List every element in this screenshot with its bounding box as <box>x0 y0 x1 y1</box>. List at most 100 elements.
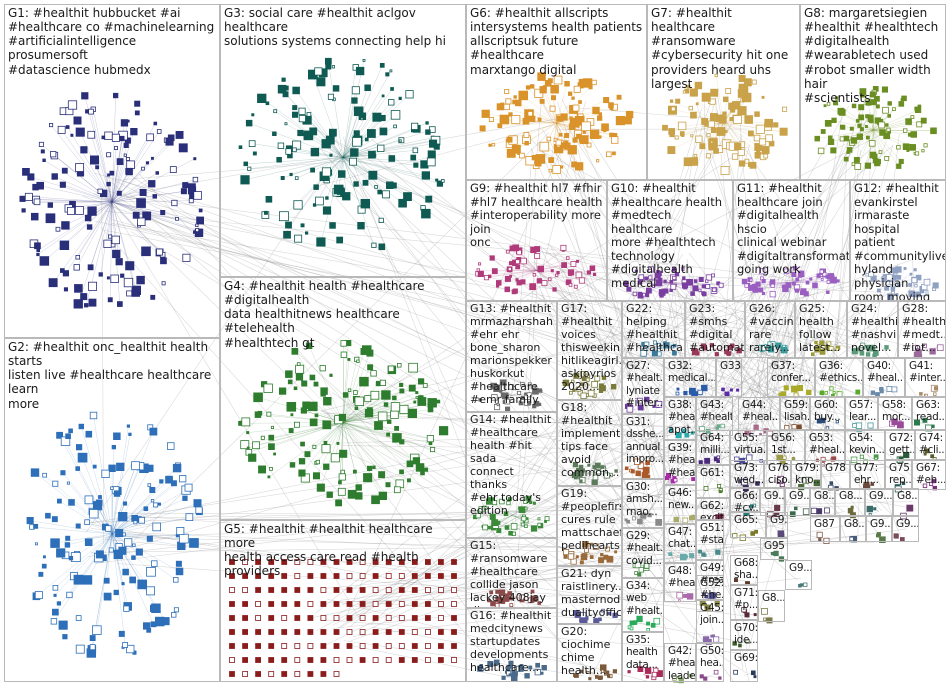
group-label: G6: #healthit allscripts intersystems he… <box>470 6 644 77</box>
group-label: G7: #healthit healthcare #ransomware #cy… <box>651 6 797 91</box>
group-label: G40: #heal... <box>867 360 902 385</box>
group-label: G71: #p... <box>734 587 755 612</box>
group-box-g78: G78 <box>821 460 850 490</box>
group-box-g64: G64: milli... <box>696 430 730 465</box>
group-box-gx4: G8... <box>835 488 865 516</box>
group-box-g38: G38: #hea... apot... <box>664 397 696 440</box>
group-label: G64: milli... <box>700 432 727 457</box>
group-box-g79: G79: kno... <box>791 460 821 488</box>
group-box-g24: G24: #healthit #nashvi... novel... <box>847 301 898 358</box>
group-label: G62: excit... <box>700 500 727 520</box>
group-box-g5: G5: #healthit #healthit healthcare more … <box>220 520 466 682</box>
group-box-g3: G3: social care #healthit aclgov healthc… <box>220 4 466 277</box>
group-box-g12: G12: #healthit evankirstel irmaraste hos… <box>850 180 946 301</box>
group-box-g61: G61: <box>696 465 730 498</box>
group-label: G55: virtua... <box>734 432 764 457</box>
group-label: G47: chat... <box>668 526 693 551</box>
group-label: G25: health follow latest... <box>799 303 844 355</box>
group-box-g48: G48: #hea... <box>664 563 696 602</box>
group-label: G39: #hea... #hea... <box>668 442 693 479</box>
group-box-g27: G27: #healt... lyniate #inter... <box>622 358 664 414</box>
group-box-g25: G25: health follow latest... <box>795 301 847 358</box>
group-box-g2: G2: #healthit onc_healthit health starts… <box>4 338 220 682</box>
group-label: G79: kno... <box>795 462 818 487</box>
group-box-g62: G62: excit... <box>696 498 730 520</box>
group-box-g40: G40: #heal... <box>863 358 905 397</box>
group-box-g50: G50: hea... <box>696 643 724 682</box>
group-box-g75: G75: rep... <box>885 460 912 490</box>
group-label: G78 <box>825 462 847 474</box>
group-label: G53: #heal... <box>809 432 842 457</box>
group-box-g66: G66: #cy... <box>730 488 760 512</box>
group-label: G36: #ethics... <box>819 360 860 385</box>
group-label: G95 <box>764 540 785 552</box>
group-label: G1: #healthit hubbucket #ai #healthcare … <box>8 6 217 77</box>
group-box-g21: G21: dyn raistlinery... masternod... dua… <box>557 566 622 624</box>
group-label: G77: ehr... <box>854 462 882 487</box>
group-box-g19: G19: #peoplefirst cures rule mattschaef.… <box>557 486 622 566</box>
group-label: G60: buy... <box>814 399 842 424</box>
group-label: G59: lisah... <box>784 399 807 424</box>
group-box-gx8: G8... <box>840 516 866 542</box>
group-label: G69: <box>734 652 755 664</box>
group-label: G8... <box>814 490 832 502</box>
group-box-g35: G35: health data... <box>622 632 664 682</box>
group-label: G18: #healthit implement... tips face av… <box>561 402 619 480</box>
group-box-g47: G47: chat... <box>664 524 696 563</box>
group-box-g16: G16: #healthit medcitynews startupdates … <box>466 608 557 682</box>
group-label: G56: 1st... <box>771 432 802 457</box>
group-box-g76: G76: ciso... <box>764 460 791 488</box>
group-box-g36: G36: #ethics... <box>815 358 863 397</box>
group-box-g4: G4: #healthit health #healthcare #digita… <box>220 277 466 520</box>
group-label: G9... <box>896 518 916 530</box>
group-box-gx7: G87 <box>810 516 840 542</box>
group-box-gx2: G9... <box>785 488 810 516</box>
group-box-gx6: G8... <box>893 488 919 516</box>
group-box-g17: G17: #healthit voices thisweekin... hitl… <box>557 301 622 400</box>
group-label: G9... <box>789 490 807 502</box>
group-label: G9... <box>870 518 889 530</box>
group-label: G27: #healt... lyniate #inter... <box>626 360 661 410</box>
group-label: G17: #healthit voices thisweekin... hitl… <box>561 303 619 394</box>
group-label: G51: #sta... <box>700 522 721 547</box>
group-box-g42: G42: #hea... leade... <box>664 643 696 682</box>
group-box-gx5: G9... <box>865 488 893 516</box>
group-box-g67: G67: #eh... <box>912 460 946 490</box>
group-box-g68: G68: sha... <box>730 555 758 585</box>
group-label: G72: gett... <box>889 432 912 457</box>
group-label: G8... <box>839 490 862 502</box>
group-box-gx14: G9... <box>785 560 812 590</box>
group-label: G24: #healthit #nashvi... novel... <box>851 303 895 355</box>
group-box-g34: G34: web #healt... <box>622 578 664 632</box>
group-box-g51: G51: #sta... <box>696 520 724 560</box>
group-label: G8... <box>762 592 782 604</box>
group-box-g14: G14: #healthit #healthcare health #hit s… <box>466 412 557 538</box>
group-box-g22: G22: helping #healthit #healthca... <box>622 301 685 358</box>
group-box-g58: G58: mor... <box>878 397 912 430</box>
group-box-g26: G26: #vaccin... rare rarely... <box>745 301 795 358</box>
group-label: G73: wed... <box>734 462 761 487</box>
group-box-g74: G74: #cli... <box>915 430 946 460</box>
group-label: G32: medical... <box>668 360 713 385</box>
group-box-g63: G63: read... <box>912 397 946 430</box>
group-label: G38: #hea... apot... <box>668 399 693 436</box>
group-box-g39: G39: #hea... #hea... <box>664 440 696 485</box>
group-box-g57: G57: lear... <box>845 397 878 430</box>
group-label: G22: helping #healthit #healthca... <box>626 303 682 355</box>
group-label: G21: dyn raistlinery... masternod... dua… <box>561 568 619 620</box>
group-box-g46: G46: new... <box>664 485 696 524</box>
group-box-g7: G7: #healthit healthcare #ransomware #cy… <box>647 4 800 180</box>
group-label: G8... <box>897 490 916 502</box>
group-box-g52: G52: #he... <box>696 575 724 612</box>
group-label: G44: #heal... <box>742 399 777 424</box>
group-label: G37: confer... <box>771 360 812 385</box>
group-label: G14: #healthit #healthcare health #hit s… <box>470 414 554 518</box>
group-label: G28: #healthit #medt... #iot... <box>902 303 943 355</box>
group-label: G42: #hea... leade... <box>668 645 693 682</box>
group-label: G30: amsh... rnao... <box>626 481 661 518</box>
group-box-g41: G41: #inter... <box>905 358 946 397</box>
group-box-g31: G31: dsshe... annual impro... <box>622 414 664 479</box>
group-label: G87 <box>814 518 837 530</box>
group-box-g10: G10: #healthit #healthcare health #medte… <box>607 180 733 301</box>
